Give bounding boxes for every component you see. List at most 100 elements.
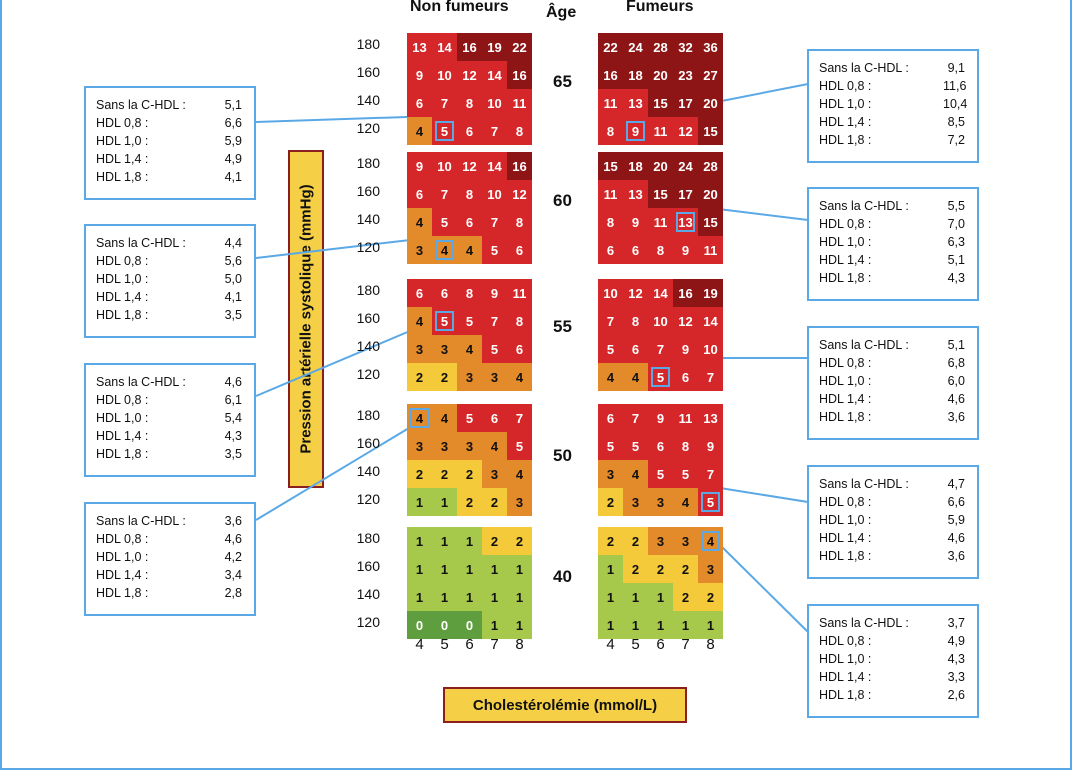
risk-cell: 5 xyxy=(648,363,673,391)
hdl-row: HDL 1,0 :6,0 xyxy=(819,372,977,390)
risk-cell: 0 xyxy=(432,611,457,639)
risk-cell: 0 xyxy=(457,611,482,639)
hdl-label: HDL 0,8 : xyxy=(96,532,149,546)
risk-cell: 19 xyxy=(698,279,723,307)
risk-cell: 1 xyxy=(407,583,432,611)
risk-cell: 3 xyxy=(432,432,457,460)
hdl-label: HDL 1,0 : xyxy=(819,374,872,388)
risk-cell: 1 xyxy=(482,611,507,639)
risk-cell: 6 xyxy=(482,404,507,432)
risk-cell: 9 xyxy=(673,335,698,363)
cholesterol-tick-label: 7 xyxy=(490,636,499,653)
risk-cell: 4 xyxy=(457,236,482,264)
risk-cell: 4 xyxy=(407,307,432,335)
hdl-row: HDL 1,4 :4,9 xyxy=(96,150,254,168)
risk-cell: 11 xyxy=(507,279,532,307)
risk-cell: 1 xyxy=(432,527,457,555)
age-label: 50 xyxy=(553,446,572,465)
risk-cell: 10 xyxy=(432,152,457,180)
risk-cell: 13 xyxy=(698,404,723,432)
hdl-row: HDL 1,0 :5,9 xyxy=(819,511,977,529)
risk-cell: 4 xyxy=(673,488,698,516)
risk-cell: 6 xyxy=(598,236,623,264)
hdl-label: HDL 1,8 : xyxy=(819,410,872,424)
risk-cell: 24 xyxy=(623,33,648,61)
risk-cell: 2 xyxy=(407,460,432,488)
risk-cell: 1 xyxy=(648,611,673,639)
risk-cell: 14 xyxy=(432,33,457,61)
risk-cell: 2 xyxy=(482,488,507,516)
cholesterol-tick-label: 8 xyxy=(515,636,524,653)
risk-cell: 8 xyxy=(457,279,482,307)
hdl-value: 5,1 xyxy=(224,98,242,112)
bp-tick-label: 180 xyxy=(356,530,380,546)
cholesterol-tick-label: 8 xyxy=(706,636,715,653)
risk-cell: 13 xyxy=(407,33,432,61)
risk-cell: 5 xyxy=(432,307,457,335)
risk-cell: 1 xyxy=(407,555,432,583)
risk-cell: 1 xyxy=(623,611,648,639)
risk-cell: 15 xyxy=(698,117,723,145)
hdl-label: Sans la C-HDL : xyxy=(819,199,909,213)
hdl-label: HDL 1,4 : xyxy=(96,152,149,166)
cholesterol-tick-label: 4 xyxy=(415,636,424,653)
risk-cell: 6 xyxy=(623,236,648,264)
bp-tick-label: 120 xyxy=(356,614,380,630)
hdl-value: 4,3 xyxy=(947,652,965,666)
hdl-row: HDL 1,0 :5,4 xyxy=(96,409,254,427)
risk-cell: 7 xyxy=(507,404,532,432)
hdl-row: HDL 1,4 :3,3 xyxy=(819,668,977,686)
risk-cell: 20 xyxy=(698,180,723,208)
hdl-value: 6,3 xyxy=(947,235,965,249)
risk-cell: 7 xyxy=(482,117,507,145)
risk-cell: 20 xyxy=(648,152,673,180)
hdl-value: 4,7 xyxy=(947,477,965,491)
hdl-value: 4,1 xyxy=(224,170,242,184)
risk-cell: 3 xyxy=(598,460,623,488)
hdl-label: HDL 1,0 : xyxy=(96,411,149,425)
risk-cell: 5 xyxy=(598,432,623,460)
risk-cell: 1 xyxy=(507,555,532,583)
hdl-value: 5,5 xyxy=(947,199,965,213)
hdl-row: HDL 1,4 :8,5 xyxy=(819,113,977,131)
risk-cell: 4 xyxy=(507,460,532,488)
age-label: 60 xyxy=(553,191,572,210)
risk-cell: 1 xyxy=(673,611,698,639)
age-label: 55 xyxy=(553,317,572,336)
risk-cell: 2 xyxy=(623,555,648,583)
risk-cell: 12 xyxy=(623,279,648,307)
risk-cell: 4 xyxy=(432,404,457,432)
hdl-value: 5,1 xyxy=(947,338,965,352)
risk-cell: 10 xyxy=(482,180,507,208)
risk-cell: 12 xyxy=(673,117,698,145)
risk-cell: 2 xyxy=(457,460,482,488)
risk-cell: 11 xyxy=(598,180,623,208)
hdl-value: 11,6 xyxy=(943,79,967,93)
risk-cell: 9 xyxy=(482,279,507,307)
hdl-label: HDL 1,8 : xyxy=(96,447,149,461)
hdl-row: Sans la C-HDL :5,1 xyxy=(819,336,977,354)
hdl-row: Sans la C-HDL :9,1 xyxy=(819,59,977,77)
risk-cell: 5 xyxy=(457,404,482,432)
risk-cell: 4 xyxy=(482,432,507,460)
hdl-value: 6,6 xyxy=(947,495,965,509)
risk-cell: 2 xyxy=(673,555,698,583)
hdl-value: 5,0 xyxy=(224,272,242,286)
hdl-label: HDL 1,0 : xyxy=(96,272,149,286)
risk-cell: 2 xyxy=(698,583,723,611)
hdl-label: HDL 1,8 : xyxy=(819,688,872,702)
risk-cell: 1 xyxy=(407,488,432,516)
risk-cell: 4 xyxy=(457,335,482,363)
risk-cell: 4 xyxy=(623,460,648,488)
risk-cell: 3 xyxy=(507,488,532,516)
risk-cell: 4 xyxy=(698,527,723,555)
risk-cell: 1 xyxy=(432,583,457,611)
